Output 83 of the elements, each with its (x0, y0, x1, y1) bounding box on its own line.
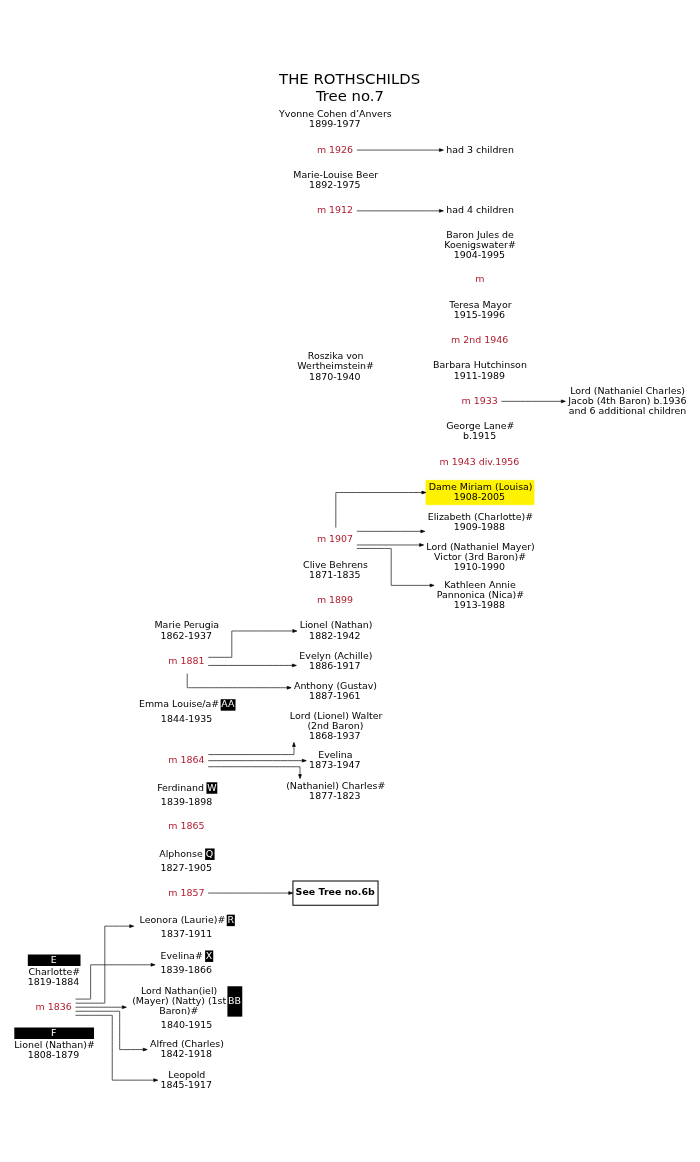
node-text: (Nathaniel) Charles# 1877-1823 (286, 779, 386, 801)
node-text: m 1899 (316, 594, 354, 606)
node-text: Elizabeth (Charlotte)# 1909-1988 (427, 511, 534, 533)
arrow (356, 209, 444, 213)
node-text: Marie Perugia 1862-1937 (154, 619, 220, 641)
arrow (75, 963, 156, 1000)
node-label: Lord Nathan(iel) (Mayer) (Natty) (1st Baron)# (132, 984, 227, 1017)
node-box: AA (220, 699, 236, 711)
node-label: 1844-1935 (160, 712, 213, 724)
node-label: Evelina# (160, 949, 203, 961)
diagram-title: THE ROTHSCHILDS (279, 70, 421, 89)
node-label: Emma Louise/a# (138, 698, 220, 710)
arrow (186, 673, 292, 690)
node-box: See Tree no.6b (292, 880, 379, 906)
node-box: W (206, 782, 218, 794)
node-label: Alphonse (159, 847, 203, 859)
arrow (356, 543, 424, 547)
arrow (207, 629, 298, 658)
arrow (75, 1014, 159, 1082)
arrow (501, 399, 566, 404)
node-text: m 1943 div.1956 (439, 455, 520, 467)
node-text: m 1912 (316, 204, 354, 216)
node-text: Yvonne Cohen d’Anvers 1899-1977 (279, 108, 392, 130)
node-text: m 1881 (168, 654, 205, 666)
arrow (207, 891, 294, 895)
arrow (207, 766, 302, 779)
node-label: Leonora (Laurie)# (139, 913, 226, 925)
node-text: Clive Behrens 1871-1835 (303, 558, 368, 580)
arrow (335, 490, 427, 528)
node-label: 1839-1866 (160, 963, 212, 975)
node-text: Lord (Nathaniel Mayer) Victor (3rd Baron)# 1910-1990 (426, 540, 535, 572)
arrow (207, 758, 307, 763)
node-text: Kathleen Annie Pannonica (Nica)# 1913-1988 (436, 578, 525, 610)
node-label: 1808-1879 (27, 1048, 80, 1060)
node-text: m 1933 (461, 394, 498, 406)
node-text: Lionel (Nathan) 1882-1942 (299, 619, 373, 641)
arrow (207, 742, 296, 755)
node-label: 1839-1898 (160, 795, 213, 807)
node-text: Barbara Hutchinson 1911-1989 (433, 359, 527, 381)
node-box: Q (205, 848, 215, 860)
node-label: 1837-1911 (160, 928, 213, 940)
node-text: Marie-Louise Beer 1892-1975 (293, 168, 379, 191)
arrow (75, 924, 135, 1004)
node-text: m 1836 (35, 1000, 72, 1012)
node-text: Baron Jules de Koenigswater# 1904-1995 (444, 228, 516, 260)
node-label: 1819-1884 (27, 976, 80, 988)
arrow (207, 663, 297, 668)
node-box: E (27, 954, 81, 966)
arrow (356, 148, 444, 152)
arrow (75, 1010, 148, 1052)
node-text: had 4 children (446, 204, 514, 216)
node-box: R (226, 914, 235, 927)
node-text: m 1864 (168, 754, 205, 766)
node-label: Charlotte# (28, 965, 81, 977)
node-text: m 1907 (316, 533, 354, 545)
node-text: m 2nd 1946 (450, 334, 509, 346)
node-label: 1840-1915 (160, 1018, 213, 1030)
node-text: George Lane# b.1915 (446, 420, 515, 442)
node-text: Evelyn (Achille) 1886-1917 (299, 649, 373, 671)
node-text: m 1926 (316, 143, 354, 155)
node-box: Dame Miriam (Louisa) 1908-2005 (425, 480, 535, 505)
node-text: Evelina 1873-1947 (309, 749, 361, 771)
node-box: X (205, 950, 214, 962)
arrow (356, 529, 426, 534)
arrow (356, 548, 435, 588)
node-box: BB (227, 986, 243, 1017)
caption: Tree no.7 (315, 86, 384, 105)
node-text: Leopold 1845-1917 (160, 1068, 212, 1090)
node-label: 1827-1905 (160, 861, 212, 873)
node-box: F (14, 1027, 94, 1039)
node-text: Alfred (Charles) 1842-1918 (150, 1038, 224, 1060)
node-text: m 1865 (168, 820, 205, 832)
node-text: Teresa Mayor 1915-1996 (449, 298, 512, 320)
node-text: Anthony (Gustav) 1887-1961 (293, 680, 378, 702)
node-text: had 3 children (446, 143, 514, 155)
node-text: Roszika von Wertheimstein# 1870-1940 (297, 350, 375, 382)
node-text: Lord (Nathaniel Charles) Jacob (4th Baron) b.1936 and 6 additional children (568, 384, 687, 416)
arrow (75, 1005, 127, 1009)
node-label: Lionel (Nathan)# (14, 1038, 95, 1050)
node-label: Ferdinand (157, 781, 204, 793)
node-text: Lord (Lionel) Walter (2nd Baron) 1868-1937 (289, 709, 383, 741)
node-text: m (475, 273, 485, 285)
node-text: m 1857 (168, 886, 205, 898)
